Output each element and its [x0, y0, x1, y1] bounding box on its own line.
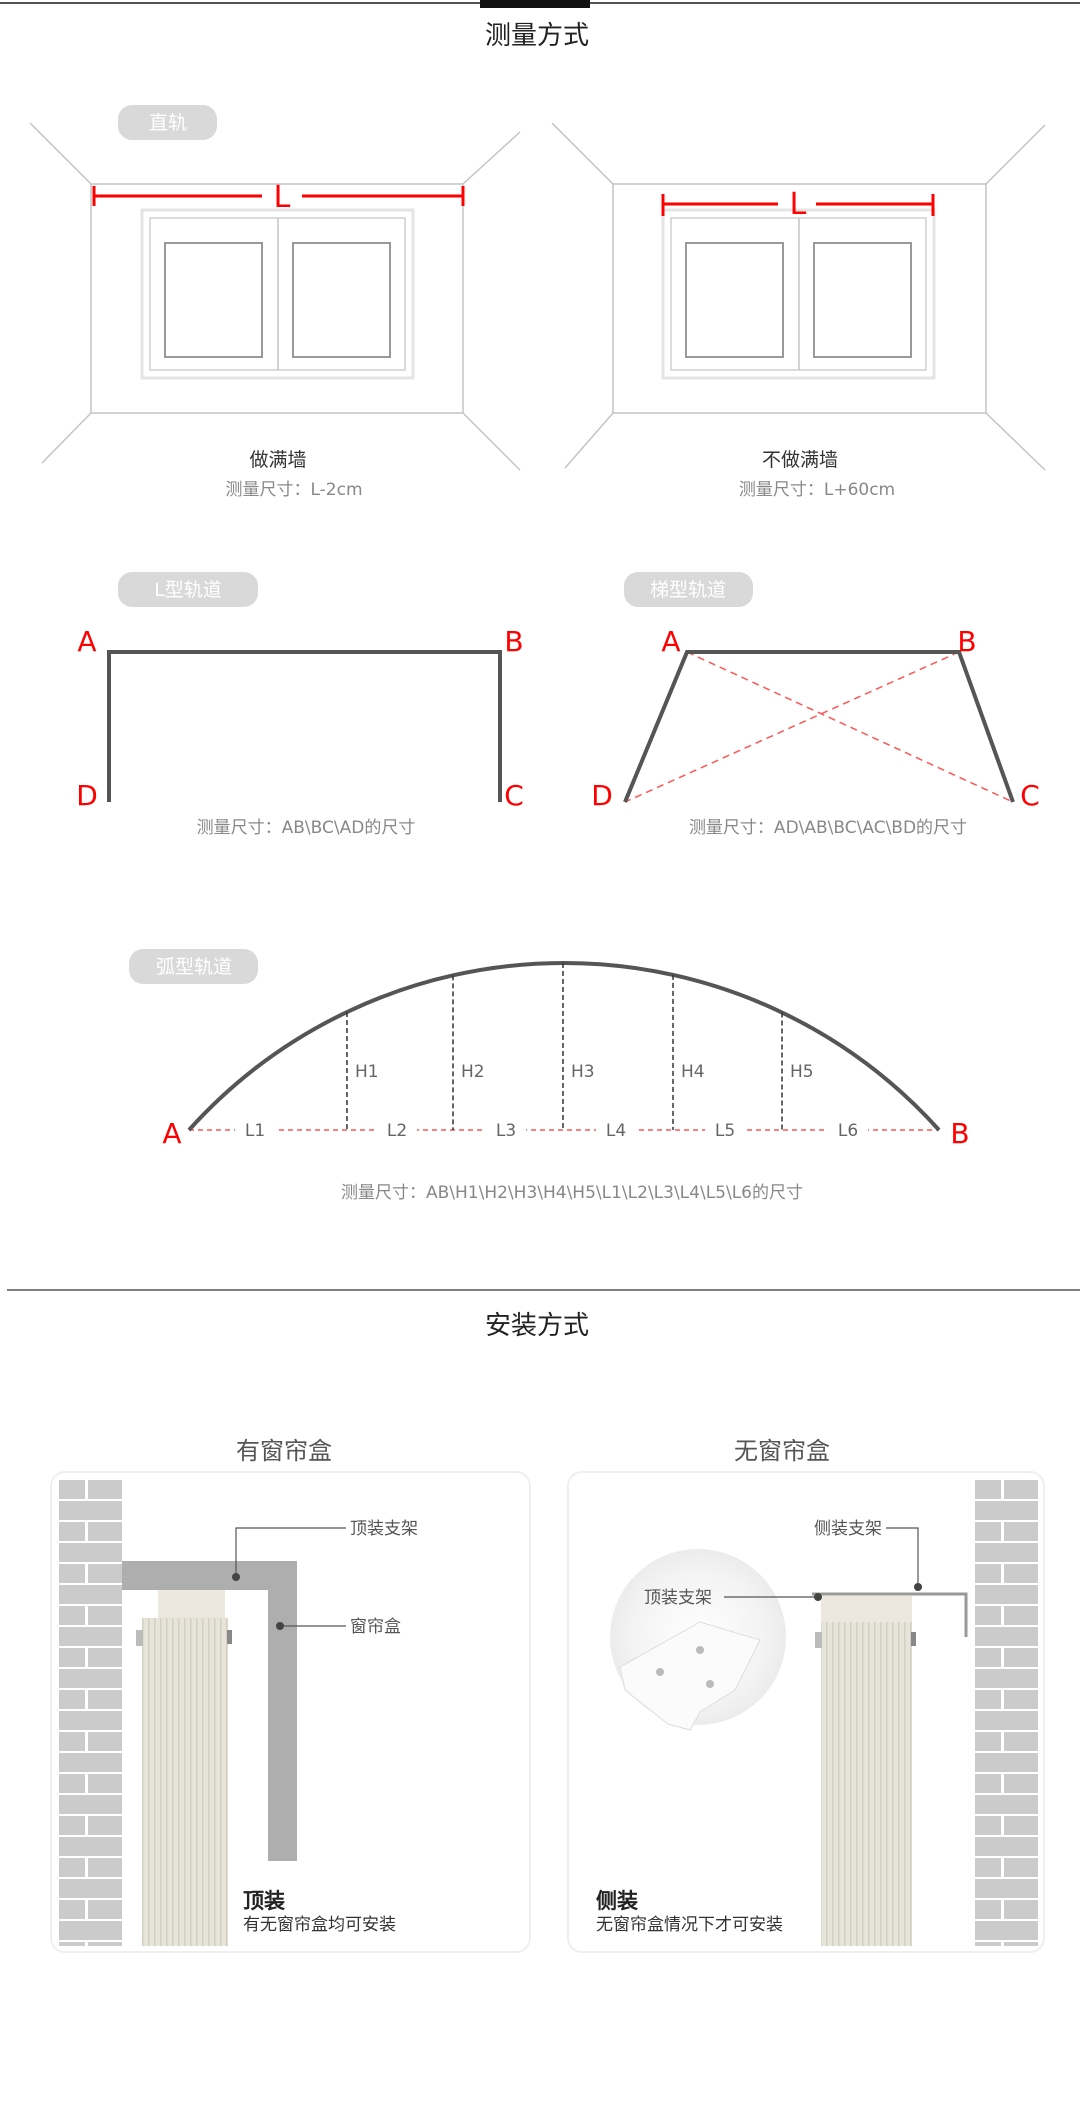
- track-head: [821, 1596, 912, 1622]
- height-label: H4: [681, 1062, 705, 1082]
- point-c: C: [1020, 779, 1040, 812]
- point-b: B: [504, 625, 523, 658]
- point-c: C: [504, 779, 524, 812]
- l-track-size: 测量尺寸：AB\BC\AD的尺寸: [197, 818, 416, 838]
- segment-label: L1: [245, 1121, 265, 1141]
- card-with-box: [50, 1471, 531, 1953]
- l-track-shape: [107, 650, 502, 802]
- tag-l-track: L型轨道: [118, 572, 258, 607]
- segment-label-bg: [235, 1120, 275, 1140]
- segment-label: L2: [387, 1121, 407, 1141]
- without-box-title: 无窗帘盒: [734, 1437, 830, 1465]
- full-wall-size: 测量尺寸：L-2cm: [225, 480, 362, 500]
- svg-text:L型轨道: L型轨道: [154, 579, 222, 601]
- length-marker-full: [92, 186, 465, 206]
- height-label: H5: [790, 1062, 814, 1082]
- measure-title: 测量方式: [485, 21, 589, 51]
- point-b: B: [957, 625, 976, 658]
- tag-trapezoid: 梯型轨道: [624, 572, 753, 607]
- title-accent-bar: [480, 0, 590, 8]
- segment-label: L4: [606, 1121, 626, 1141]
- svg-text:弧型轨道: 弧型轨道: [156, 956, 232, 978]
- side-bracket-label: 侧装支架: [814, 1519, 882, 1539]
- with-box-title: 有窗帘盒: [236, 1437, 332, 1465]
- svg-text:梯型轨道: 梯型轨道: [650, 579, 726, 601]
- room-not-full-wall: [551, 122, 1046, 471]
- side-bracket: [812, 1592, 968, 1637]
- length-label: L: [790, 187, 807, 222]
- point-a: A: [77, 625, 96, 658]
- point-a: A: [661, 625, 680, 658]
- arc-height-lines: [346, 963, 783, 1130]
- point-d: D: [76, 779, 98, 812]
- side-mount-title: 侧装: [596, 1889, 638, 1913]
- brick-wall: [975, 1480, 1038, 1946]
- install-title: 安装方式: [485, 1311, 589, 1341]
- track-head: [158, 1590, 225, 1618]
- trapezoid-diagonals: [624, 651, 1014, 803]
- length-label: L: [274, 180, 291, 215]
- segment-label-bg: [705, 1120, 745, 1140]
- tag-straight: 直轨: [118, 105, 217, 140]
- tag-arc: 弧型轨道: [129, 949, 258, 984]
- arc-track-shape: [187, 960, 941, 1132]
- segment-label-bg: [377, 1120, 417, 1140]
- curtain: [142, 1618, 228, 1946]
- trapezoid-size: 测量尺寸：AD\AB\BC\AC\BD的尺寸: [689, 818, 967, 838]
- room-full-wall: [29, 122, 521, 471]
- side-mount-note: 无窗帘盒情况下才可安装: [596, 1915, 783, 1935]
- curtain-box: [122, 1561, 297, 1861]
- segment-label: L6: [838, 1121, 858, 1141]
- curtain: [821, 1622, 912, 1946]
- trapezoid-track-shape: [623, 650, 1015, 803]
- segment-label-bg: [828, 1120, 868, 1140]
- svg-text:直轨: 直轨: [149, 112, 187, 134]
- point-b: B: [950, 1117, 969, 1150]
- curtain-box-label: 窗帘盒: [350, 1617, 401, 1637]
- height-label: H3: [571, 1062, 595, 1082]
- not-full-wall-title: 不做满墙: [762, 449, 838, 471]
- point-d: D: [591, 779, 613, 812]
- segment-label-bg: [596, 1120, 636, 1140]
- full-wall-title: 做满墙: [249, 449, 306, 471]
- segment-label: L3: [496, 1121, 516, 1141]
- length-marker-not-full: [661, 194, 935, 216]
- card-without-box: [567, 1471, 1045, 1953]
- segment-label: L5: [715, 1121, 735, 1141]
- top-bracket-label: 顶装支架: [350, 1519, 418, 1539]
- not-full-wall-size: 测量尺寸：L+60cm: [739, 480, 895, 500]
- arc-size: 测量尺寸：AB\H1\H2\H3\H4\H5\L1\L2\L3\L4\L5\L6…: [341, 1183, 803, 1203]
- top-mount-title: 顶装: [243, 1889, 285, 1913]
- top-bracket-label: 顶装支架: [644, 1588, 712, 1608]
- point-a: A: [162, 1117, 181, 1150]
- height-label: H1: [355, 1062, 379, 1082]
- height-label: H2: [461, 1062, 485, 1082]
- top-mount-note: 有无窗帘盒均可安装: [243, 1915, 396, 1935]
- segment-label-bg: [486, 1120, 526, 1140]
- brick-wall: [59, 1480, 122, 1946]
